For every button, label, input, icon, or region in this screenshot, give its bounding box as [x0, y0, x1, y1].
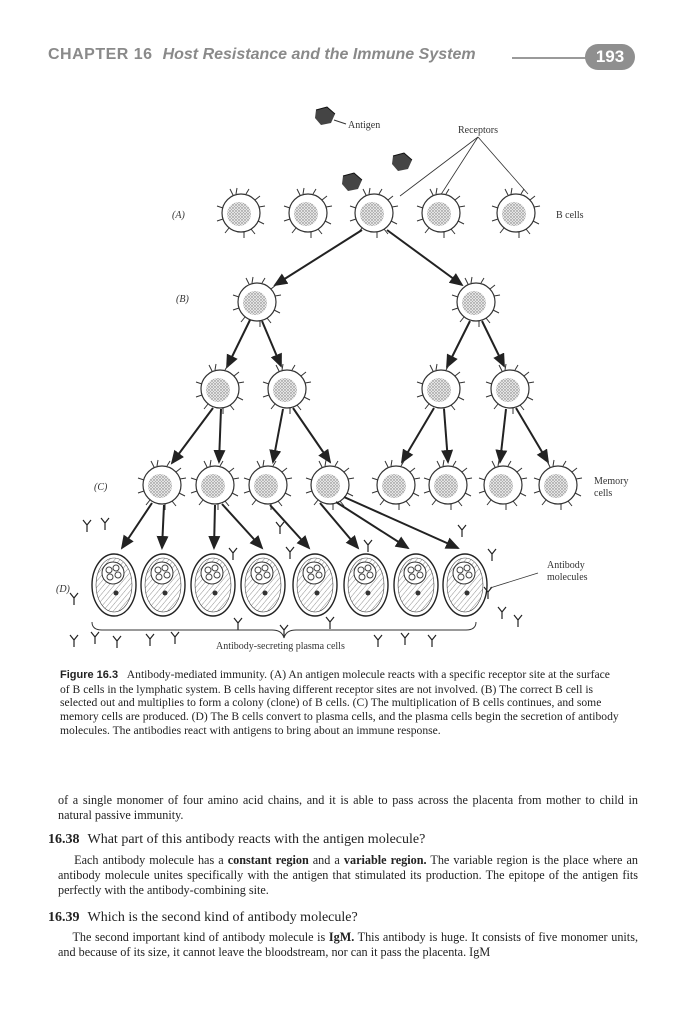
antigen-pointer [334, 120, 346, 124]
answer-text: Each antibody molecule has a [74, 853, 228, 867]
receptor-pointers [400, 137, 528, 196]
b-cell-row-3 [196, 364, 534, 414]
question-16-39: 16.39 Which is the second kind of antibod… [48, 910, 648, 926]
b-cell-row-c [138, 460, 582, 510]
arrows-b-3 [227, 320, 504, 367]
answer-16-39: The second important kind of antibody mo… [58, 930, 638, 960]
answer-bold: variable region. [344, 853, 427, 867]
arrows-a-b [275, 230, 462, 285]
caption-label: Figure 16.3 [60, 669, 118, 681]
answer-16-38: Each antibody molecule has a constant re… [58, 853, 638, 898]
arrows-3-c [172, 408, 548, 463]
antibody-label-2: molecules [547, 572, 588, 583]
figure-caption: Figure 16.3 Antibody-mediated immunity. … [60, 668, 620, 738]
continuation-paragraph: of a single monomer of four amino acid c… [58, 793, 638, 823]
answer-text: and a [309, 853, 344, 867]
antigen-icon [392, 153, 412, 171]
label-a: (A) [172, 210, 185, 221]
label-b: (B) [176, 294, 189, 305]
question-text: Which is the second kind of antibody mol… [88, 910, 358, 925]
b-cell-row-a [217, 188, 540, 238]
answer-bold: constant region [228, 853, 309, 867]
question-16-38: 16.38 What part of this antibody reacts w… [48, 832, 648, 848]
receptors-label: Receptors [458, 125, 498, 136]
antibody-pointer [490, 573, 538, 588]
antigen-icon [342, 173, 362, 191]
antigen-label: Antigen [348, 120, 380, 131]
plasma-label: Antibody-secreting plasma cells [216, 641, 345, 652]
question-number: 16.39 [48, 910, 80, 925]
plasma-cell-row [92, 554, 487, 616]
label-c: (C) [94, 482, 108, 493]
immunity-figure: Antigen Receptors (A) B cells (B) (C) [0, 0, 683, 660]
question-text: What part of this antibody reacts with t… [88, 832, 426, 847]
memory-label-1: Memory [594, 476, 628, 487]
caption-text: Antibody-mediated immunity. (A) An antig… [60, 668, 619, 737]
arrows-c-d [122, 497, 458, 548]
antibody-label-1: Antibody [547, 560, 585, 571]
question-number: 16.38 [48, 832, 80, 847]
answer-bold: IgM. [329, 930, 354, 944]
label-d: (D) [56, 584, 71, 595]
memory-label-2: cells [594, 488, 612, 499]
antigen-icon [315, 107, 335, 125]
b-cells-label: B cells [556, 210, 584, 221]
answer-text: The second important kind of antibody mo… [72, 930, 328, 944]
